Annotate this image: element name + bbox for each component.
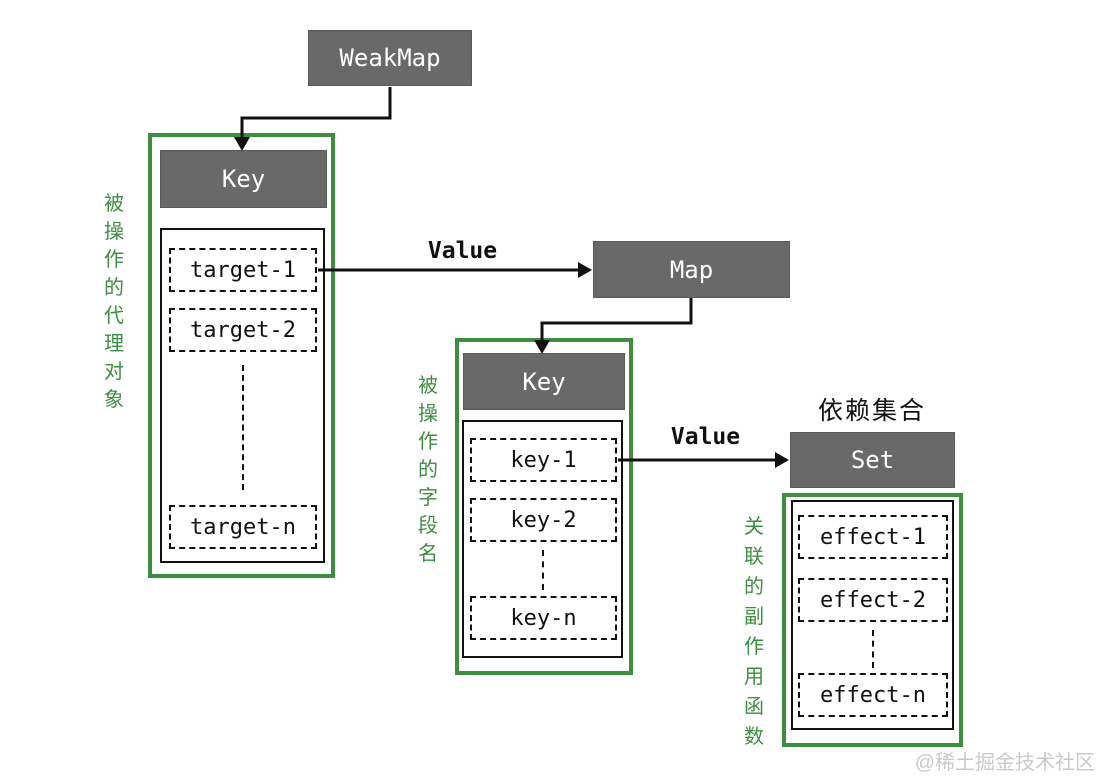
key-item-2: key-2 [470, 498, 617, 542]
map-node: Map [593, 241, 790, 298]
edge-label-value-1: Value [427, 238, 498, 264]
target-item-2: target-2 [169, 308, 317, 352]
key-item-n-label: key-n [510, 605, 577, 631]
key-item-2-label: key-2 [510, 507, 577, 533]
effect-item-n: effect-n [798, 673, 948, 717]
effect-item-n-label: effect-n [820, 682, 926, 708]
target-panel-caption: 被操作的代理对象 [104, 193, 124, 411]
target-item-n: target-n [169, 505, 317, 549]
key-item-1: key-1 [470, 438, 617, 482]
set-label: Set [850, 446, 895, 474]
map-label: Map [669, 255, 714, 284]
target-key-label: Key [221, 165, 266, 193]
effect-item-2-label: effect-2 [820, 587, 926, 613]
key-key-label: Key [522, 367, 566, 396]
watermark: @稀土掘金技术社区 [914, 752, 1095, 774]
effect-item-1-label: effect-1 [820, 524, 926, 550]
key-panel-caption: 被操作的字段名 [418, 375, 438, 565]
target-item-2-label: target-2 [190, 317, 296, 343]
key-panel-key-header: Key [463, 353, 625, 410]
effect-item-2: effect-2 [798, 578, 948, 622]
key-item-1-label: key-1 [510, 447, 577, 473]
weakmap-node: WeakMap [308, 30, 472, 86]
set-title: 依赖集合 [817, 397, 926, 425]
edge-label-value-2: Value [670, 424, 741, 450]
target-item-1: target-1 [169, 248, 317, 292]
connector-map-to-keys [540, 298, 693, 343]
effect-panel-caption: 关联的副作用函数 [744, 516, 764, 748]
key-ellipsis-separator [542, 550, 544, 590]
set-node: Set [790, 432, 955, 488]
effect-ellipsis-separator [872, 630, 874, 668]
target-item-n-label: target-n [190, 514, 296, 540]
weakmap-label: WeakMap [339, 44, 441, 72]
effect-item-1: effect-1 [798, 515, 948, 559]
key-item-n: key-n [470, 596, 617, 640]
target-item-1-label: target-1 [190, 257, 296, 283]
target-panel-key-header: Key [160, 150, 327, 208]
arrowhead-target1-to-map [578, 262, 592, 278]
target-ellipsis-separator [242, 365, 244, 490]
arrowhead-key1-to-set [775, 452, 789, 468]
